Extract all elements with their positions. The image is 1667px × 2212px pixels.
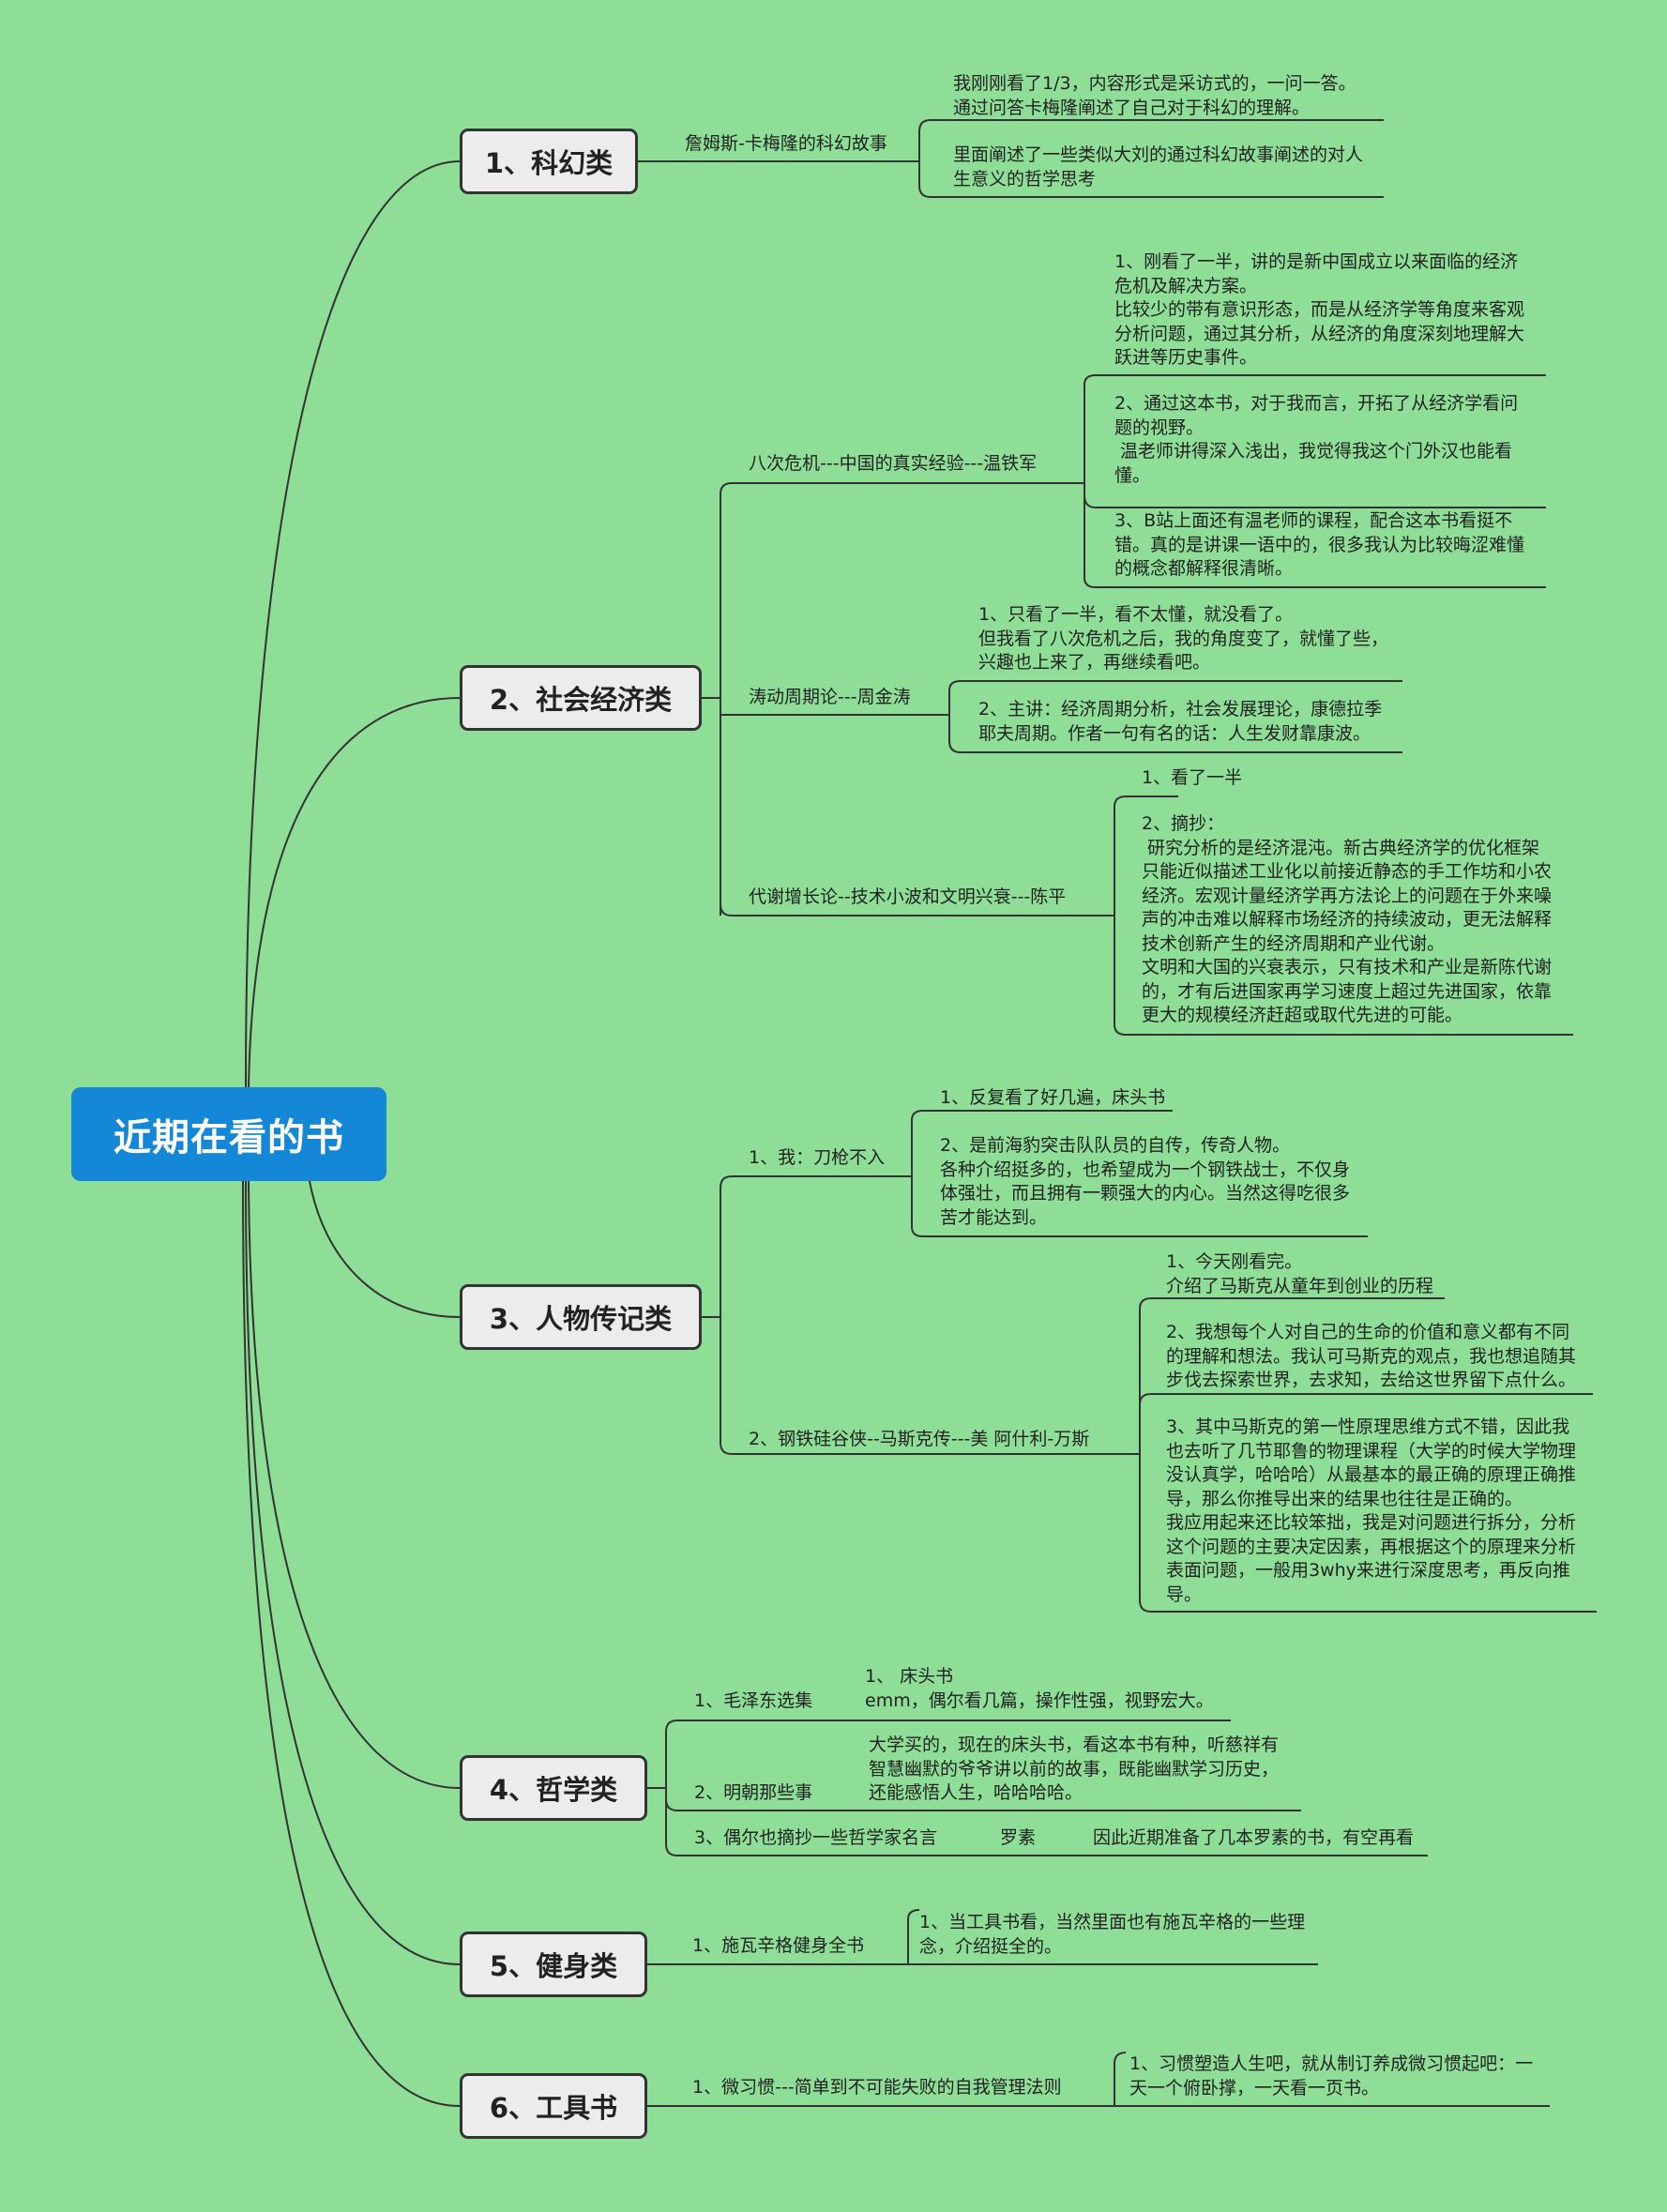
category-fitness[interactable]: 5、健身类 xyxy=(460,1932,647,1997)
book-note: 3、B站上面还有温老师的课程，配合这本书看挺不 错。真的是讲课一语中的，很多我认… xyxy=(1114,510,1525,579)
book-note: 3、其中马斯克的第一性原理思维方式不错，因此我 也去听了几节耶鲁的物理课程（大学… xyxy=(1166,1417,1577,1605)
category-biography[interactable]: 3、人物传记类 xyxy=(460,1284,702,1350)
root-node[interactable]: 近期在看的书 xyxy=(71,1087,386,1181)
book-note: 1、习惯塑造人生吧，就从制订养成微习惯起吧：一 天一个俯卧撑，一天看一页书。 xyxy=(1129,2053,1534,2098)
category-scifi[interactable]: 1、科幻类 xyxy=(460,129,638,194)
category-philosophy[interactable]: 4、哲学类 xyxy=(460,1755,647,1821)
book-note: 1、只看了一半，看不太懂，就没看了。 但我看了八次危机之后，我的角度变了，就懂了… xyxy=(978,604,1389,673)
book-note: 1、反复看了好几遍，床头书 xyxy=(940,1087,1166,1108)
book-title[interactable]: 1、我：刀枪不入 xyxy=(749,1147,886,1168)
book-title[interactable]: 代谢增长论--技术小波和文明兴衰---陈平 xyxy=(749,886,1067,907)
connector-root-cat1 xyxy=(245,160,461,1088)
book-note: 2、是前海豹突击队队员的自传，传奇人物。 各种介绍挺多的，也希望成为一个钢铁战士… xyxy=(940,1135,1351,1228)
connector-root-cat4 xyxy=(248,1180,461,1789)
book-note: 1、当工具书看，当然里面也有施瓦辛格的一些理 念，介绍挺全的。 xyxy=(919,1912,1306,1957)
connector-root-cat3 xyxy=(309,1180,461,1318)
category-socio-economics[interactable]: 2、社会经济类 xyxy=(460,665,702,731)
book-note: 我刚刚看了1/3，内容形式是采访式的，一问一答。 通过问答卡梅隆阐述了自己对于科… xyxy=(953,73,1356,118)
book-title[interactable]: 1、施瓦辛格健身全书 xyxy=(692,1935,865,1956)
book-title[interactable]: 八次危机---中国的真实经验---温铁军 xyxy=(749,453,1038,474)
book-title[interactable]: 1、微习惯---简单到不可能失败的自我管理法则 xyxy=(692,2077,1062,2098)
book-note: 2、我想每个人对自己的生命的价值和意义都有不同 的理解和想法。我认可马斯克的观点… xyxy=(1166,1322,1577,1390)
book-note: 2、通过这本书，对于我而言，开拓了从经济学看问 题的视野。 温老师讲得深入浅出，… xyxy=(1114,393,1519,486)
connector-root-cat2 xyxy=(248,697,461,1089)
book-title[interactable]: 3、偶尔也摘抄一些哲学家名言 xyxy=(694,1827,938,1848)
book-note: 大学买的，现在的床头书，看这本书有种，听慈祥有 智慧幽默的爷爷讲以前的故事，既能… xyxy=(869,1735,1280,1803)
book-note: 1、 床头书 emm，偶尔看几篇，操作性强，视野宏大。 xyxy=(865,1666,1214,1711)
book-note: 里面阐述了一些类似大刘的通过科幻故事阐述的对人 生意义的哲学思考 xyxy=(953,144,1364,189)
book-note: 罗素 xyxy=(1000,1827,1037,1848)
book-note: 1、今天刚看完。 介绍了马斯克从童年到创业的历程 xyxy=(1166,1251,1434,1296)
book-title[interactable]: 2、钢铁硅谷侠--马斯克传---美 阿什利-万斯 xyxy=(749,1429,1090,1449)
book-note: 2、摘抄： 研究分析的是经济混沌。新古典经济学的优化框架 只能近似描述工业化以前… xyxy=(1142,813,1553,1025)
book-note: 2、主讲：经济周期分析，社会发展理论，康德拉季 耶夫周期。作者一句有名的话：人生… xyxy=(978,699,1383,744)
book-note: 1、看了一半 xyxy=(1142,767,1243,788)
book-title[interactable]: 涛动周期论---周金涛 xyxy=(749,687,911,707)
book-title[interactable]: 2、明朝那些事 xyxy=(694,1782,813,1803)
connector-root-cat6 xyxy=(242,1180,461,2107)
category-tools[interactable]: 6、工具书 xyxy=(460,2073,647,2139)
book-note: 1、刚看了一半，讲的是新中国成立以来面临的经济 危机及解决方案。 比较少的带有意… xyxy=(1114,251,1525,368)
book-extra-note: 因此近期准备了几本罗素的书，有空再看 xyxy=(1093,1827,1415,1848)
connector-root-cat5 xyxy=(245,1180,461,1965)
book-title[interactable]: 詹姆斯-卡梅隆的科幻故事 xyxy=(685,133,887,154)
book-title[interactable]: 1、毛泽东选集 xyxy=(694,1690,813,1711)
